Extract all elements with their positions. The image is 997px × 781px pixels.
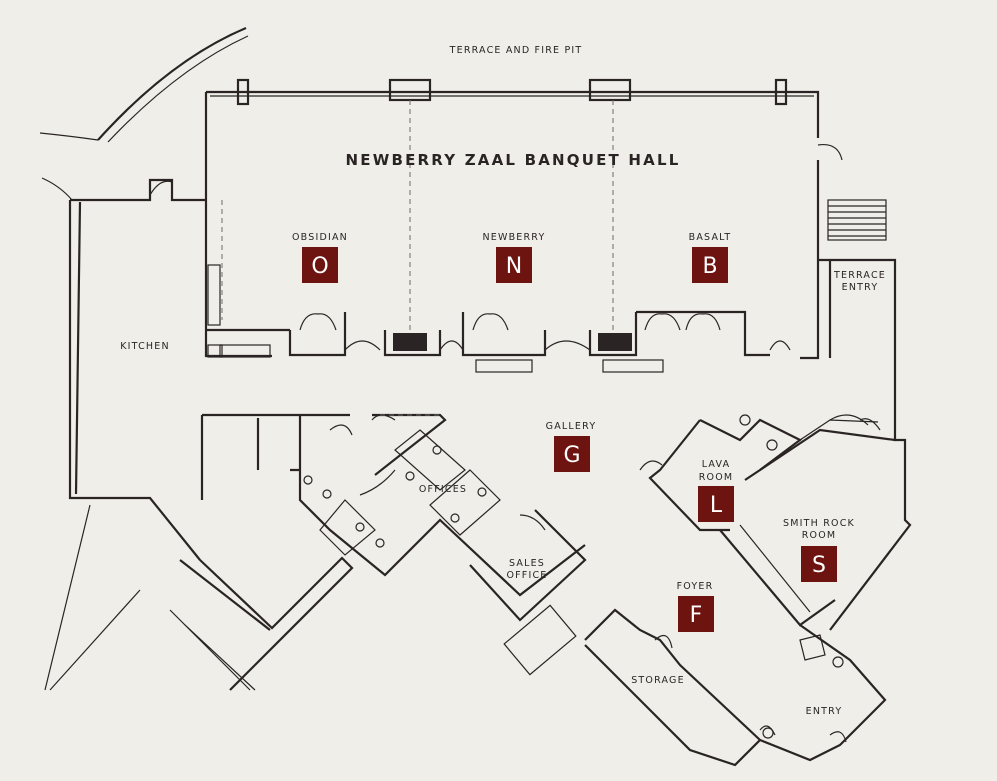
terrace-arc-2 [41, 177, 73, 201]
office-partitions [319, 429, 501, 556]
room-badge-basalt[interactable]: B [692, 247, 728, 283]
terrace-arc [39, 132, 99, 141]
badge-letter-s: S [812, 553, 826, 578]
hall-window-columns [236, 78, 788, 106]
terrace-curve-wall [97, 26, 247, 141]
terrace-entry-walls [818, 258, 912, 631]
sales-office-walls [469, 509, 587, 622]
office-chairs [303, 414, 844, 739]
buffet-2 [602, 359, 664, 373]
entry-walls [759, 624, 887, 762]
kitchen-label: KITCHEN [120, 341, 170, 352]
room-badge-foyer[interactable]: F [678, 596, 714, 632]
terrace-stairs [827, 199, 887, 241]
badge-letter-o: O [311, 254, 328, 279]
terrace-entry-label-2: ENTRY [842, 282, 879, 293]
smith-label-2: ROOM [802, 530, 837, 541]
terrace-curve-inner [107, 35, 249, 143]
banquet-hall-walls [204, 90, 820, 360]
badge-letter-g: G [563, 443, 580, 468]
kitchen-fixtures [149, 180, 271, 358]
terrace-entry-label-1: TERRACE [833, 270, 886, 281]
entry-label: ENTRY [806, 706, 843, 717]
hall-door-swings [299, 143, 843, 351]
room-name-gallery: GALLERY [546, 421, 597, 432]
room-badge-newberry[interactable]: N [496, 247, 532, 283]
smith-rock-doors [829, 414, 881, 431]
lava-label-1: LAVA [702, 459, 731, 470]
banquet-hall-title: NEWBERRY ZAAL BANQUET HALL [346, 151, 681, 169]
service-counter-1 [393, 333, 427, 351]
foyer-label: FOYER [677, 581, 714, 592]
kitchen-walls [68, 178, 206, 561]
buffet-1 [475, 359, 533, 373]
storage-walls [584, 608, 762, 767]
corridor-walls [179, 556, 354, 691]
storage-door [654, 634, 673, 649]
smith-label-1: SMITH ROCK [783, 518, 855, 529]
badge-letter-l: L [710, 493, 723, 518]
room-badge-gallery[interactable]: G [554, 436, 590, 472]
badge-letter-b: B [702, 254, 717, 279]
sales-label-2: OFFICE [506, 570, 547, 581]
service-counter-2 [598, 333, 632, 351]
lava-room-door [639, 460, 663, 471]
room-name-basalt: BASALT [689, 232, 732, 243]
offices-label: OFFICES [419, 484, 467, 495]
storage-label: STORAGE [631, 675, 685, 686]
lava-room-walls [648, 418, 803, 532]
outer-lower-walls [44, 504, 256, 691]
hall-lower-wall [288, 310, 770, 357]
badge-letter-f: F [690, 603, 703, 628]
sales-desk [503, 604, 577, 676]
badge-letter-n: N [506, 254, 522, 279]
room-badge-obsidian[interactable]: O [302, 247, 338, 283]
room-badge-smith-rock[interactable]: S [801, 546, 837, 582]
smith-rock-inner [739, 419, 879, 613]
room-name-obsidian: OBSIDIAN [292, 232, 348, 243]
room-badge-lava[interactable]: L [698, 486, 734, 522]
entry-furniture [759, 634, 847, 743]
terrace-label: TERRACE AND FIRE PIT [449, 45, 583, 56]
room-name-newberry: NEWBERRY [482, 232, 545, 243]
sales-label-1: SALES [509, 558, 545, 569]
lava-label-2: ROOM [699, 472, 734, 483]
office-walls [200, 413, 586, 597]
